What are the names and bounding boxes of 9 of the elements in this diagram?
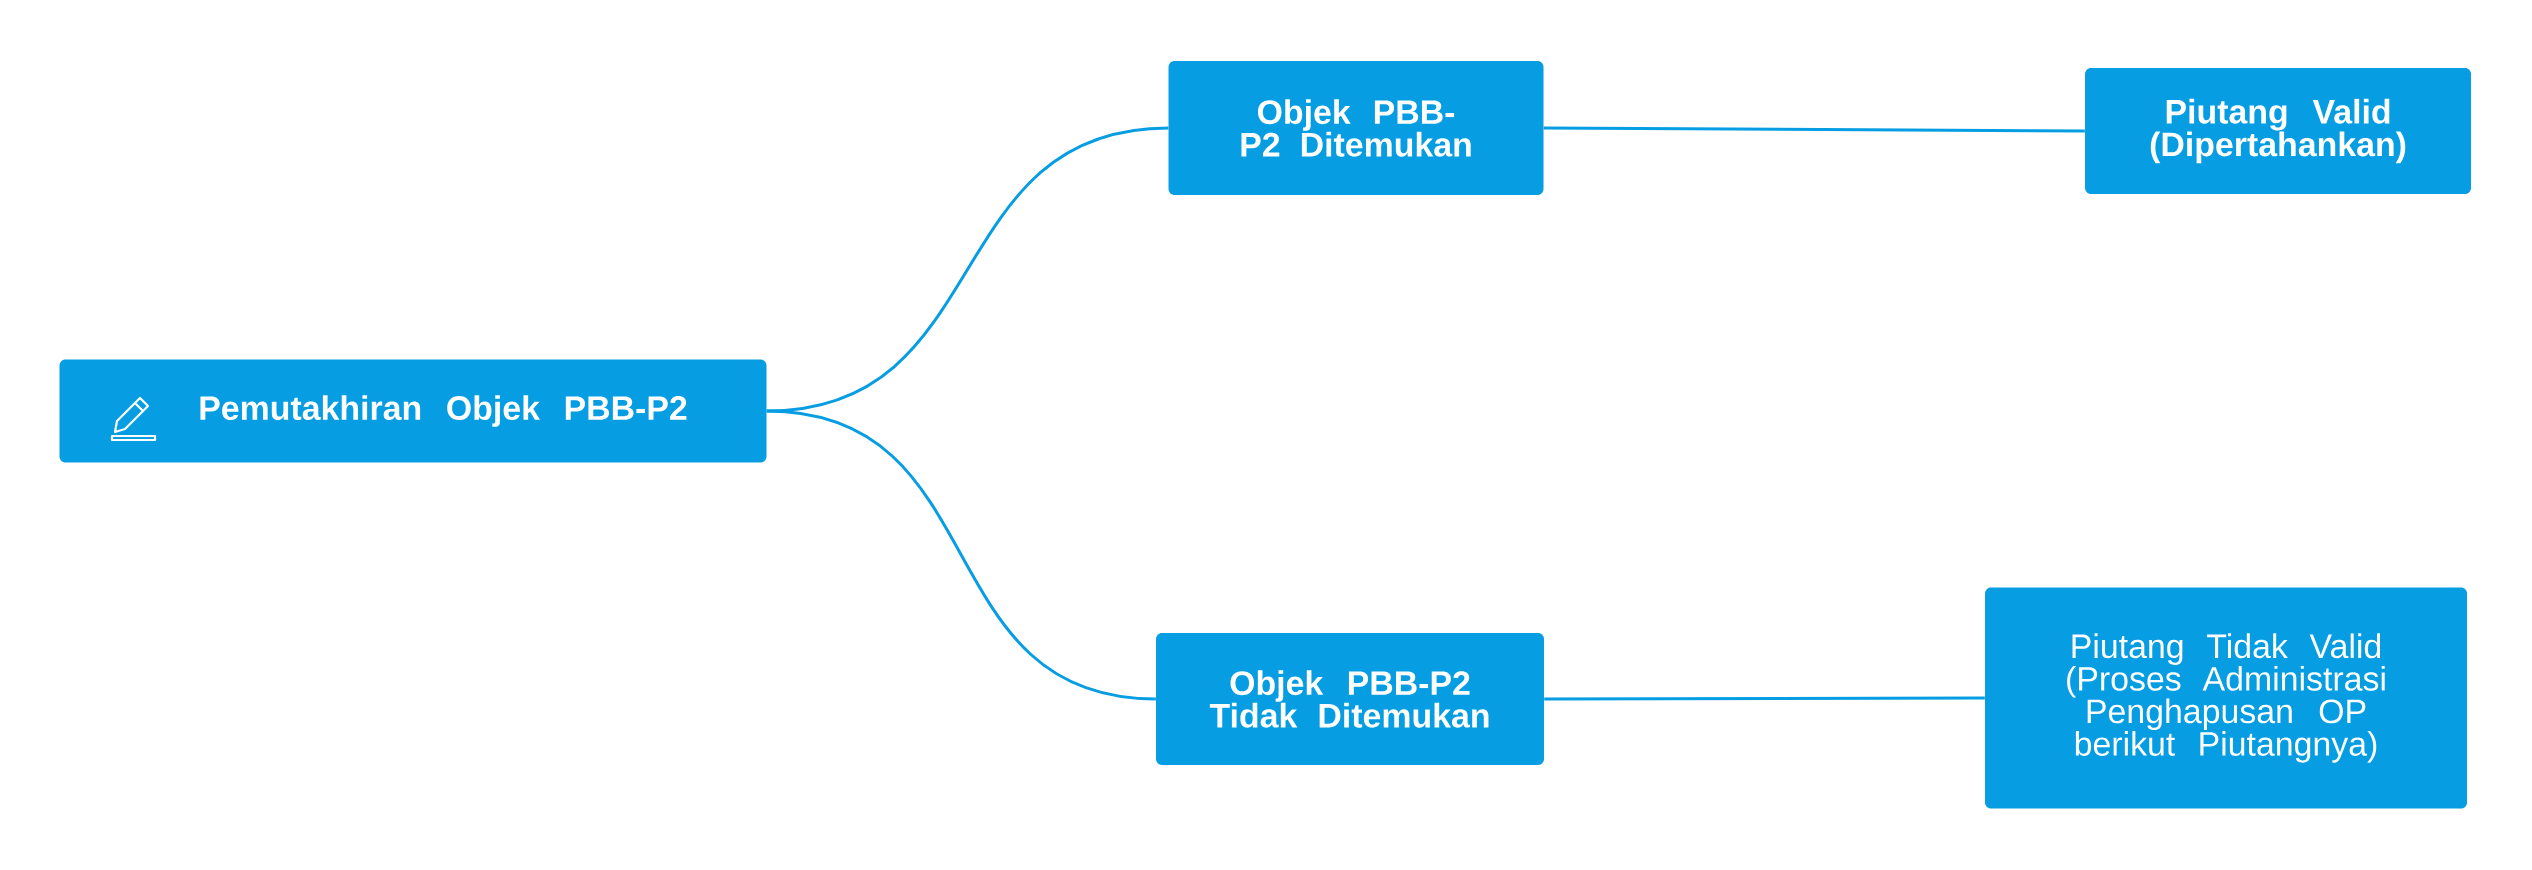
topic-box: Piutang Valid (Dipertahankan) bbox=[2085, 68, 2472, 194]
topic-box: Objek PBB-P2 Ditemukan bbox=[1168, 61, 1544, 195]
topic-box: Piutang Tidak Valid (Proses Administrasi Penghapusan OP berikut Piutangnya) bbox=[1985, 587, 2468, 809]
connector-line bbox=[766, 409, 1156, 701]
topic-box: Objek PBB-P2 Tidak Ditemukan bbox=[1156, 633, 1544, 765]
topic-box: Pemutakhiran Objek PBB-P2 bbox=[59, 359, 767, 463]
connector-line bbox=[1544, 696, 1985, 701]
connector-line bbox=[766, 126, 1169, 413]
connector-line bbox=[1543, 126, 2085, 133]
